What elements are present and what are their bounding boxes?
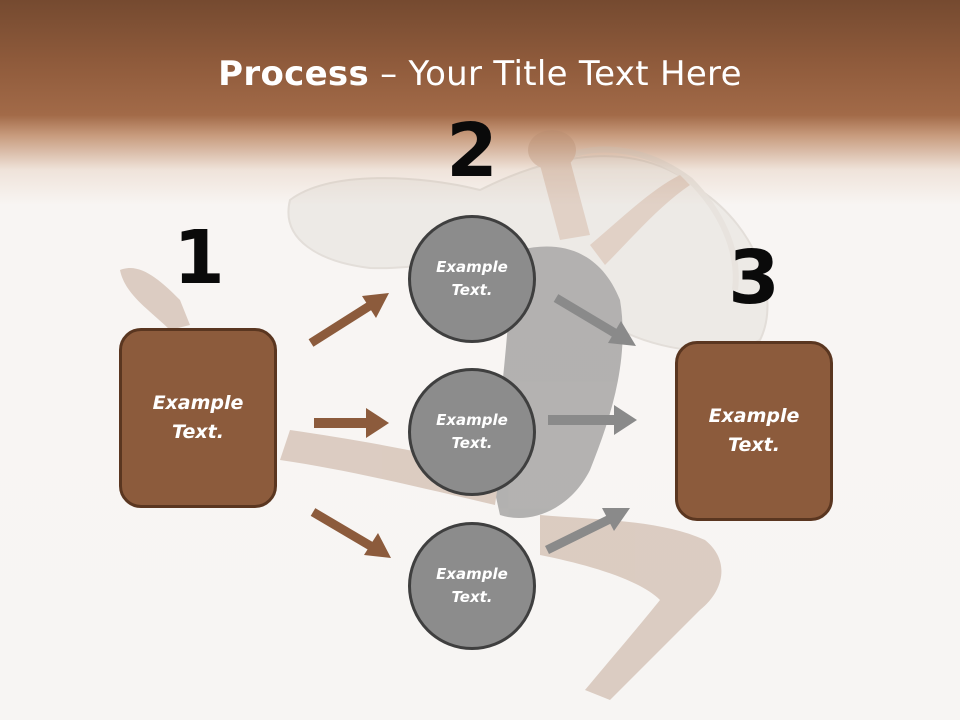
title-rest: – Your Title Text Here: [369, 54, 742, 94]
slide-title: Process – Your Title Text Here: [0, 52, 960, 96]
arrow-circle-mid-to-box3: [548, 405, 637, 435]
step-3-box: Example Text.: [675, 341, 833, 521]
title-strong: Process: [218, 54, 370, 94]
step-2-circle-top: Example Text.: [408, 215, 536, 343]
step-2-circle-bottom: Example Text.: [408, 522, 536, 650]
arrow-box1-to-circle-bot: [310, 508, 391, 558]
step-2-circle-middle: Example Text.: [408, 368, 536, 496]
step-1-box: Example Text.: [119, 328, 277, 508]
arrow-box1-to-circle-mid: [314, 408, 389, 438]
arrow-box1-to-circle-top: [308, 293, 389, 347]
step-number-2: 2: [446, 108, 498, 194]
arrow-circle-top-to-box3: [553, 294, 636, 346]
step-number-1: 1: [173, 215, 225, 301]
step-number-3: 3: [728, 235, 780, 321]
arrow-circle-bot-to-box3: [545, 508, 630, 555]
